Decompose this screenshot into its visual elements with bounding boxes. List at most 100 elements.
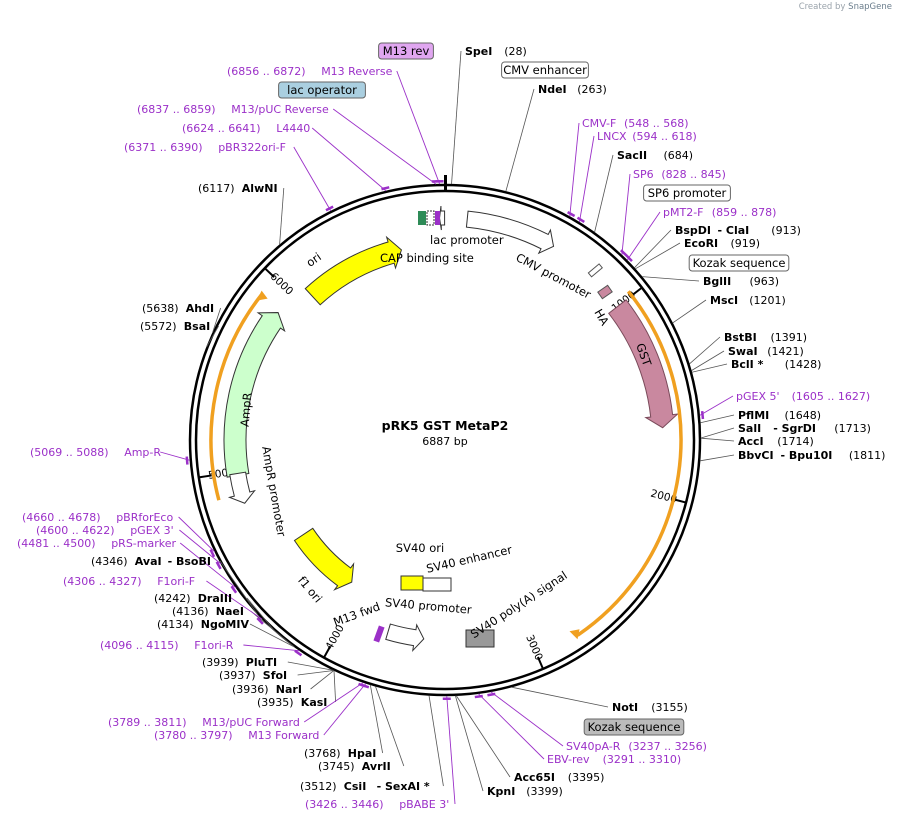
primer-marker [185,456,189,465]
site-bstbi-name: BstBI [724,331,757,344]
ampr-arrow [223,312,286,478]
primer-marker [381,186,390,191]
primer-leader [179,542,237,589]
site-kasi-position: (3935) [257,696,294,709]
site-leader [428,695,444,787]
primer-leader [178,516,216,553]
primer-leader [243,644,300,652]
feature-label-cmv-promoter: CMV promoter [514,250,594,301]
restriction-site-labels: SpeI(28)NdeI(263)SacII(684)BspDI- ClaI(9… [91,45,885,798]
feature-label-kozak-sequence-box [583,718,685,736]
primer-labels: (6856 .. 6872)M13 Reverse(6837 .. 6859)M… [17,65,870,811]
site-noti-position: (3155) [651,701,688,714]
primer-leader [323,683,367,736]
primer-pmt2-f-name: pMT2-F [663,206,704,219]
m13-rev-block [435,211,440,225]
primer-pgex-5-name: pGEX 5' [736,390,780,403]
site-ahdi-name: AhdI [186,302,214,315]
plasmid-name: pRK5 GST MetaP2 [382,418,509,433]
primer-leader [478,693,545,760]
site-leader [511,686,609,708]
primer-f1ori-f-range: (4306 .. 4327) [63,575,142,588]
site-pflmi-name: PflMI [738,409,769,422]
primer-leader [490,691,564,747]
primer-m13-forward-range: (3780 .. 3797) [154,729,233,742]
site-bspdi-name2: - ClaI [718,224,750,237]
primer-amp-r-range: (5069 .. 5088) [30,446,109,459]
site-leader [691,350,725,371]
site-ndei-position: (263) [577,83,607,96]
primer-l4440-name: L4440 [276,122,310,135]
primer-pbr322ori-f-name: pBR322ori-F [218,141,286,154]
primer-leader [396,70,441,185]
primer-pgex-3-name: pGEX 3' [130,524,174,537]
site-ecori-name: EcoRI [684,237,718,250]
site-avai-name2: - BsoBI [168,555,211,568]
tick-mark [323,645,332,659]
site-bsai-name: BsaI [184,320,210,333]
primer-sp6-range: (828 .. 845) [661,168,726,181]
primer-sv40pa-r-name: SV40pA-R [566,740,621,753]
site-avrii-position: (3745) [318,760,355,773]
primer-marker [431,180,440,183]
site-leader [700,414,735,424]
primer-leader [332,108,437,185]
primer-leader [179,529,222,565]
primer-leader [699,395,734,416]
tick-mark [264,267,275,278]
site-spei-name: SpeI [465,45,492,58]
spei-marker [444,175,447,190]
site-naei-position: (4136) [172,605,209,618]
site-bbvci-name2: - Bpu10I [781,449,833,462]
site-leader [333,670,336,703]
ampr-promoter-arrow [227,471,256,504]
primer-leader [621,173,631,255]
primer-m13-puc-forward-range: (3789 .. 3811) [108,716,187,729]
primer-marker [576,216,585,223]
primer-marker [215,561,222,570]
site-leader [246,597,275,632]
primer-pbabe-3-range: (3426 .. 3446) [305,798,384,811]
primer-m13-reverse-name: M13 Reverse [321,65,392,78]
feature-label-m13-rev-box [378,42,434,60]
primer-ebv-rev-name: EBV-rev [547,753,590,766]
site-bcli-name: BclI * [731,358,764,371]
site-leader [700,454,735,462]
site-draiii-position: (4242) [154,592,191,605]
feature-label-lac-operator-box [278,81,366,99]
primer-amp-r-name: Amp-R [124,446,161,459]
gst-arrow [608,299,680,429]
primer-sp6-name: SP6 [633,168,654,181]
feature-label-ampr: AmpR [238,392,255,427]
feature-label-lac-operator: lac operator [287,83,357,97]
f1-ori-arrow [293,527,355,591]
site-sali-position: (1713) [834,422,871,435]
primer-marker [474,694,483,699]
site-ngomiv-name: NgoMIV [201,618,250,631]
primer-leader [578,135,595,223]
tick-label: 6000 [268,270,296,297]
site-sfoi-position: (3937) [219,669,256,682]
site-leader [635,242,681,270]
primer-m13-forward-name: M13 Forward [248,729,319,742]
site-avai-name: AvaI [135,555,162,568]
site-bglii-name: BglII [703,275,731,288]
site-bbvci-name: BbvCI [738,449,774,462]
orange-range-head-ampr [256,290,268,301]
feature-label-sv40-promoter: SV40 promoter [384,595,472,617]
primer-leader [569,122,580,217]
primer-pbr322ori-f-range: (6371 .. 6390) [124,141,203,154]
site-pflmi-position: (1648) [785,409,822,422]
site-leader [212,307,221,334]
primer-marker [325,205,334,212]
site-hpai-name: HpaI [348,747,377,760]
site-leader [287,661,334,671]
plasmid-length: 6887 bp [422,435,467,448]
primer-marker [567,211,576,218]
site-kpni-name: KpnI [487,785,515,798]
primer-marker [294,649,303,657]
feature-label-cmv-enhancer: CMV enhancer [503,63,587,77]
site-ahdi-position: (5638) [142,302,179,315]
